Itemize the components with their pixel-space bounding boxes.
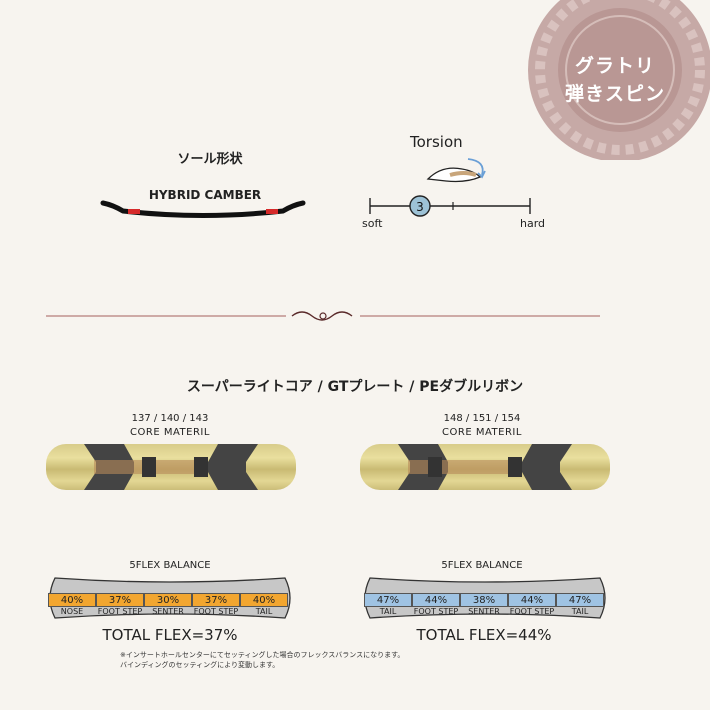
board-2-core-image [360, 444, 610, 490]
board-1-flex-values: 40% 37% 30% 37% 40% [48, 593, 288, 607]
torsion-scale: 3 [369, 195, 531, 217]
board-2-total-flex: TOTAL FLEX=44% [416, 626, 552, 644]
board-2-flex-values: 47% 44% 38% 44% 47% [364, 593, 604, 607]
flex-name: FOOT STEP [509, 607, 555, 616]
board-1-flex-names: NOSE FOOT STEP SENTER FOOT STEP TAIL [48, 606, 288, 618]
torsion-twist-icon [426, 158, 486, 183]
board-2-core-label: CORE MATERIL [442, 427, 522, 438]
board-1-sizes: 137 / 140 / 143 [131, 413, 209, 424]
flex-name: FOOT STEP [413, 607, 459, 616]
badge-line-2: 弾きスピン [564, 83, 665, 105]
torsion-value: 3 [416, 200, 424, 214]
torsion-soft-label: soft [362, 217, 383, 230]
flex-name: FOOT STEP [193, 607, 239, 616]
flex-value-center: 30% [144, 593, 192, 607]
footnote-line-2: バインディングのセッティングにより変動します。 [120, 661, 280, 669]
flex-name: FOOT STEP [97, 607, 143, 616]
board-1-core-image [46, 444, 296, 490]
flex-value-foot-step-rear: 37% [192, 593, 240, 607]
flex-value-foot-step-front: 44% [412, 593, 460, 607]
flex-name: TAIL [255, 607, 273, 616]
flex-value-tail: 40% [240, 593, 288, 607]
torsion-hard-label: hard [520, 217, 546, 230]
board-1-core-label: CORE MATERIL [130, 427, 210, 438]
camber-profile-icon [100, 200, 306, 218]
sole-shape-title: ソール形状 [177, 152, 243, 167]
core-material-title: スーパーライトコア / GTプレート / PEダブルリボン [186, 379, 524, 395]
board-1-flex-label: 5FLEX BALANCE [129, 560, 211, 571]
ornamental-divider [46, 311, 600, 321]
board-2-flex-label: 5FLEX BALANCE [441, 560, 523, 571]
flex-value-tail-front: 47% [364, 593, 412, 607]
footnote: ※インサートホールセンターにてセッティングした場合のフレックスバランスになります… [120, 650, 404, 670]
flex-value-center: 38% [460, 593, 508, 607]
board-2-sizes: 148 / 151 / 154 [443, 413, 521, 424]
footnote-line-1: ※インサートホールセンターにてセッティングした場合のフレックスバランスになります… [120, 651, 405, 659]
camber-type-label: HYBRID CAMBER [148, 188, 262, 202]
flex-name: SENTER [468, 607, 500, 616]
flex-value-nose: 40% [48, 593, 96, 607]
flex-name: TAIL [379, 607, 397, 616]
flex-name: NOSE [60, 607, 84, 616]
flex-value-foot-step-rear: 44% [508, 593, 556, 607]
flex-value-foot-step-front: 37% [96, 593, 144, 607]
badge-line-1: グラトリ [574, 55, 655, 77]
flex-name: TAIL [571, 607, 589, 616]
board-2-flex-names: TAIL FOOT STEP SENTER FOOT STEP TAIL [364, 606, 604, 618]
badge-label: グラトリ 弾きスピン [540, 52, 690, 108]
flex-name: SENTER [152, 607, 184, 616]
trick-spin-badge [528, 0, 710, 160]
board-1-total-flex: TOTAL FLEX=37% [102, 626, 238, 644]
flex-value-tail-rear: 47% [556, 593, 604, 607]
torsion-title: Torsion [410, 133, 463, 151]
